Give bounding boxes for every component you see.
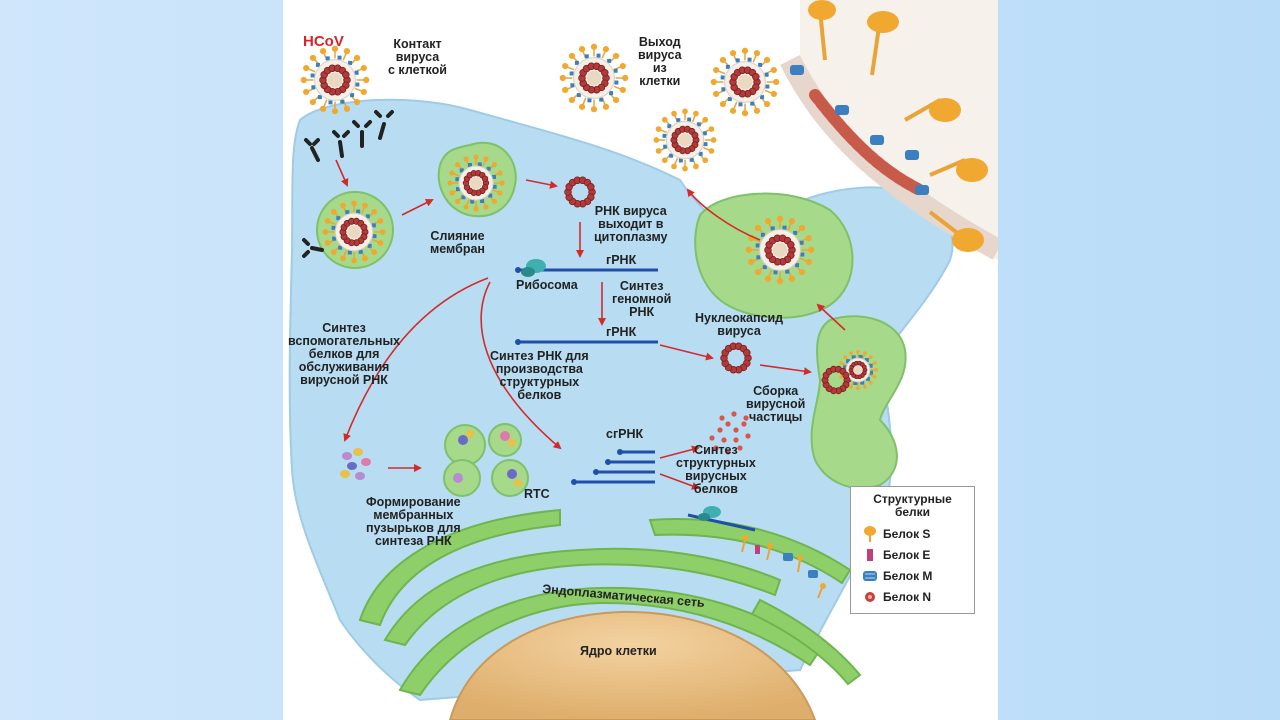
membrane-protein-icon: [863, 571, 877, 581]
cell-nucleus: [448, 610, 817, 720]
structural-protein-dots: [709, 411, 751, 455]
protein-dot: [733, 427, 739, 433]
ribosome-icon: [521, 259, 546, 277]
virion-icon: [710, 47, 780, 117]
host-receptors: [302, 110, 394, 258]
rtc-proteins: [453, 430, 522, 487]
vesicles-label: Формирование мембранных пузырьков для си…: [366, 495, 461, 548]
exit-label: Выход вируса из клетки: [638, 35, 682, 88]
grna-label-1: гРНК: [606, 253, 637, 267]
rna-coil-icon: [319, 64, 351, 96]
virion-icon: [653, 108, 717, 172]
protein-dot: [725, 449, 731, 455]
fusion-label: Слияние мембран: [430, 229, 485, 256]
rna-coil-icon: [848, 360, 868, 380]
rna-out-label: РНК вируса выходит в цитоплазму: [594, 204, 668, 244]
endoplasmic-reticulum: [358, 508, 862, 697]
virion-icon: [447, 154, 505, 212]
protein-dot: [733, 437, 739, 443]
coronavirus-lifecycle-diagram: [288, 0, 998, 720]
legend-label: Белок S: [883, 527, 931, 541]
virion-icon: [322, 200, 386, 264]
rna-structural-label: Синтез РНК для производства структурных …: [490, 349, 589, 402]
diagram-panel: [283, 0, 998, 720]
viral-envelope-closeup: [780, 0, 998, 260]
rtc-label: RTC: [524, 487, 550, 501]
protein-dot: [737, 445, 743, 451]
rna-coil-icon: [720, 342, 752, 374]
sgrna-label: сгРНК: [606, 427, 644, 441]
protein-dot: [709, 435, 715, 441]
virion-icon: [559, 43, 629, 113]
protein-dot: [731, 411, 737, 417]
spike-protein-icon: [864, 526, 876, 542]
rna-coil-icon: [670, 125, 700, 155]
grna-label-2: гРНК: [606, 325, 637, 339]
legend-label: Белок N: [883, 590, 932, 604]
legend-label: Белок M: [883, 569, 933, 583]
envelope-protein-icon: [867, 549, 873, 561]
protein-dot: [725, 421, 731, 427]
rna-coil-icon: [729, 66, 761, 98]
contact-label: Контакт вируса с клеткой: [388, 37, 447, 77]
legend-item-m: Белок M: [861, 567, 971, 585]
virion-icon: [837, 349, 879, 391]
protein-dot: [721, 437, 727, 443]
legend-item-e: Белок E: [861, 546, 971, 564]
protein-dot: [741, 421, 747, 427]
protein-dot: [745, 433, 751, 439]
legend: Структурные белки Белок S Белок E Белок …: [850, 486, 975, 614]
ribosome-label: Рибосома: [516, 278, 578, 292]
process-arrows: [335, 159, 846, 490]
virion-icon: [300, 45, 370, 115]
ribosome-icon: [698, 506, 721, 521]
legend-item-s: Белок S: [861, 525, 971, 543]
nucleus-label: Ядро клетки: [580, 644, 657, 658]
assembly-label: Сборка вирусной частицы: [746, 384, 806, 424]
protein-dot: [719, 415, 725, 421]
hcov-label: HCoV: [303, 33, 344, 50]
nucleocapsid-label: Нуклеокапсид вируса: [695, 311, 784, 338]
virions: [300, 43, 879, 391]
protein-dot: [717, 427, 723, 433]
rna-coil-icon: [462, 170, 490, 196]
legend-title: Структурные белки: [873, 492, 952, 519]
rna-coil-icon: [339, 217, 369, 247]
aux-synthesis-label: Синтез вспомогательных белков для обслуж…: [288, 321, 401, 387]
rna-coil-icon: [564, 176, 596, 208]
protein-dot: [743, 415, 749, 421]
struct-synthesis-label: Синтез структурных вирусных белков: [676, 443, 756, 496]
rna-coil-icon: [578, 62, 610, 94]
legend-label: Белок E: [883, 548, 931, 562]
auxiliary-proteins: [340, 448, 371, 480]
genomic-synthesis-label: Синтез геномной РНК: [612, 279, 672, 319]
nucleocapsids: [564, 176, 851, 395]
nucleocapsid-protein-icon: [865, 592, 875, 602]
er-bound-proteins: [741, 535, 826, 599]
budding-compartment: [810, 315, 907, 490]
rna-coil-icon: [764, 234, 796, 266]
rna-coil-icon: [821, 365, 851, 395]
protein-dot: [713, 445, 719, 451]
virion-icon: [745, 215, 815, 285]
legend-item-n: Белок N: [861, 588, 971, 606]
